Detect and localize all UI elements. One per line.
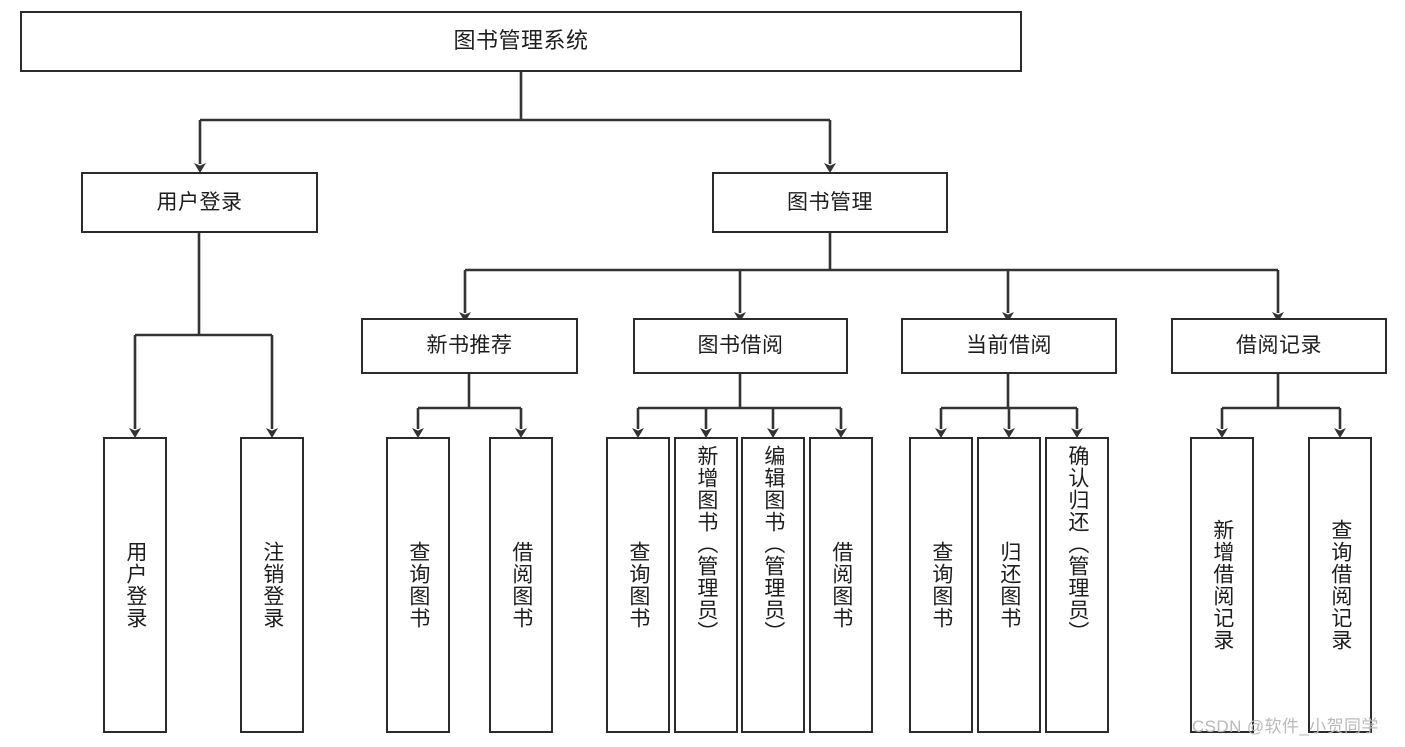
node-book-borrowing[interactable]: 图书借阅 xyxy=(633,318,848,374)
node-leaf-add-book[interactable]: 新增图书（管理员） xyxy=(674,437,738,733)
watermark-text: CSDN @软件_小贺同学 xyxy=(1192,717,1379,736)
node-current-borrowing[interactable]: 当前借阅 xyxy=(901,318,1117,374)
node-new-book-recommendation[interactable]: 新书推荐 xyxy=(361,318,578,374)
node-label: 编辑图书（管理员） xyxy=(761,445,785,643)
node-leaf-query-book-recommendation[interactable]: 查询图书 xyxy=(386,437,450,733)
node-label: 图书管理系统 xyxy=(453,28,589,54)
node-label: 查询借阅记录 xyxy=(1328,519,1352,651)
node-book-management[interactable]: 图书管理 xyxy=(712,172,948,233)
node-root-book-management-system[interactable]: 图书管理系统 xyxy=(20,11,1022,72)
node-label: 确认归还（管理员） xyxy=(1065,445,1089,643)
node-label: 当前借阅 xyxy=(966,334,1052,358)
node-leaf-confirm-return[interactable]: 确认归还（管理员） xyxy=(1045,437,1109,733)
node-label: 新增借阅记录 xyxy=(1210,519,1234,651)
node-leaf-add-borrowing-record[interactable]: 新增借阅记录 xyxy=(1190,437,1254,733)
node-leaf-logout[interactable]: 注销登录 xyxy=(240,437,304,733)
node-leaf-query-book-current[interactable]: 查询图书 xyxy=(909,437,973,733)
node-borrowing-record[interactable]: 借阅记录 xyxy=(1171,318,1387,374)
node-label: 借阅图书 xyxy=(829,541,853,629)
node-label: 图书管理 xyxy=(787,190,873,214)
node-label: 新增图书（管理员） xyxy=(694,445,718,643)
node-label: 新书推荐 xyxy=(426,334,513,358)
node-leaf-borrow-book[interactable]: 借阅图书 xyxy=(809,437,873,733)
node-label: 图书借阅 xyxy=(697,334,784,358)
node-user-login[interactable]: 用户登录 xyxy=(81,172,318,233)
node-leaf-user-login[interactable]: 用户登录 xyxy=(103,437,167,733)
node-label: 查询图书 xyxy=(929,541,953,629)
node-label: 借阅记录 xyxy=(1236,334,1322,358)
node-label: 用户登录 xyxy=(123,541,147,629)
node-label: 归还图书 xyxy=(997,541,1021,629)
node-leaf-edit-book[interactable]: 编辑图书（管理员） xyxy=(741,437,805,733)
node-label: 注销登录 xyxy=(260,541,284,629)
node-leaf-return-book[interactable]: 归还图书 xyxy=(977,437,1041,733)
node-label: 借阅图书 xyxy=(509,541,533,629)
node-leaf-query-book-borrowing[interactable]: 查询图书 xyxy=(606,437,670,733)
node-label: 查询图书 xyxy=(626,541,650,629)
node-leaf-borrow-book-recommendation[interactable]: 借阅图书 xyxy=(489,437,553,733)
node-leaf-query-borrowing-record[interactable]: 查询借阅记录 xyxy=(1308,437,1372,733)
node-label: 查询图书 xyxy=(406,541,430,629)
node-label: 用户登录 xyxy=(156,190,243,214)
